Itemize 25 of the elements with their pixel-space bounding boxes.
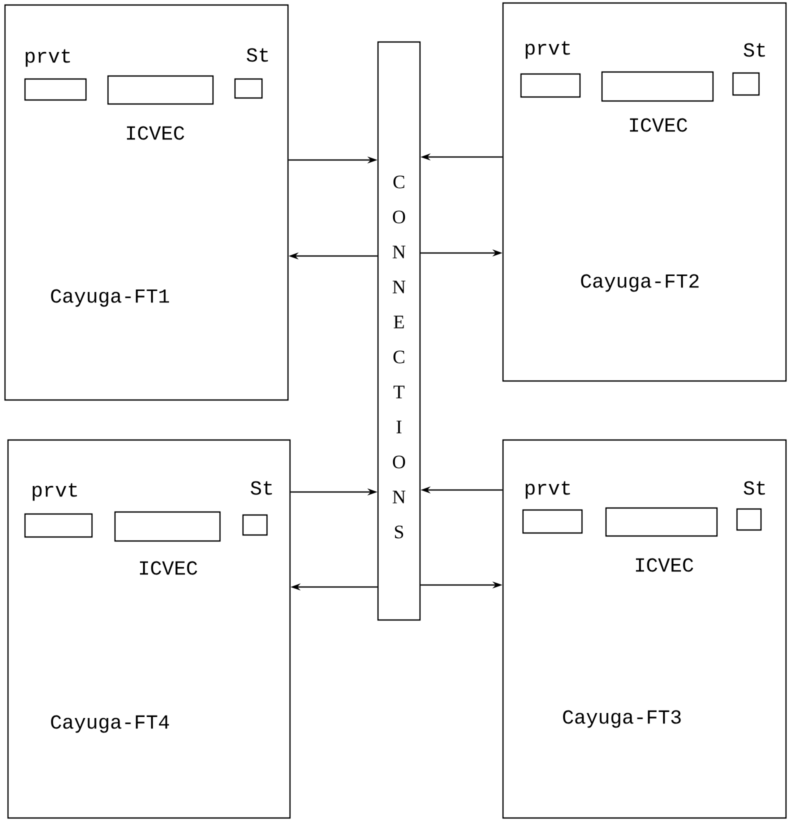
register-box [520, 73, 581, 98]
register-label: prvt [526, 481, 570, 499]
register-box [605, 507, 718, 537]
register-label: prvt [32, 483, 77, 501]
register-label: ICVEC [126, 126, 184, 140]
register-box [24, 513, 93, 538]
register-box [736, 508, 762, 531]
register-box [601, 71, 714, 102]
register-box [242, 514, 268, 536]
register-box [522, 509, 583, 534]
register-label: ICVEC [630, 118, 688, 132]
register-label: prvt [526, 41, 570, 59]
register-label: prvt [26, 49, 70, 67]
register-label: St [744, 481, 765, 495]
register-label: St [246, 48, 268, 62]
register-box [24, 78, 87, 101]
connections-bar: CONNECTIONS [377, 41, 421, 621]
register-box [732, 72, 760, 96]
register-box [234, 78, 263, 99]
register-label: ICVEC [636, 558, 694, 572]
register-label: St [744, 43, 765, 57]
register-label: ICVEC [140, 561, 198, 575]
register-box [114, 511, 221, 542]
register-label: St [250, 481, 272, 495]
register-box [107, 75, 214, 105]
